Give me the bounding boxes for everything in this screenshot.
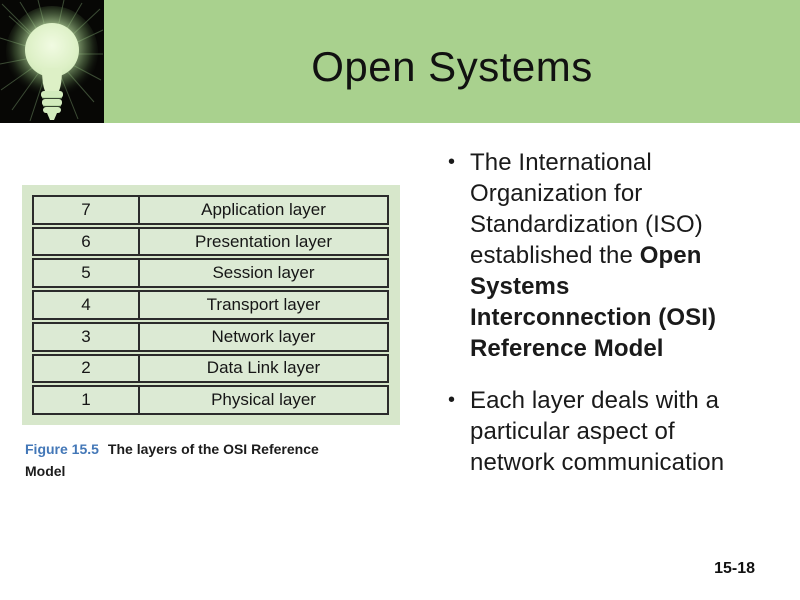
layer-name-cell: Application layer xyxy=(201,199,326,219)
bullet-text-normal: Each layer deals with a particular aspec… xyxy=(470,387,725,476)
bullet-text-bold: Open Systems Interconnection (OSI) Refer… xyxy=(470,242,717,362)
layer-name-cell: Data Link layer xyxy=(206,358,321,378)
layer-number-cell: 4 xyxy=(34,292,140,318)
bullet-item: • Each layer deals with a particular asp… xyxy=(448,385,764,478)
layer-name-cell: Physical layer xyxy=(211,390,316,410)
table-row: 2 Data Link layer xyxy=(32,353,389,384)
layer-number-cell: 5 xyxy=(34,260,140,287)
slide-title: Open Systems xyxy=(311,42,593,90)
layer-number-cell: 3 xyxy=(34,323,140,350)
layer-number-cell: 6 xyxy=(34,228,140,255)
layer-number-cell: 7 xyxy=(34,197,140,223)
figure-caption-text: The layers of the OSI Reference Model xyxy=(25,441,319,479)
bullet-text-normal: The International Organization for Stand… xyxy=(470,149,703,269)
table-row: 7 Application layer xyxy=(32,195,389,225)
page-number: 15-18 xyxy=(714,560,755,577)
table-row: 6 Presentation layer xyxy=(32,226,389,257)
bullet-icon: • xyxy=(448,389,456,411)
bullet-text: Each layer deals with a particular aspec… xyxy=(470,385,750,478)
table-row: 3 Network layer xyxy=(32,321,389,352)
table-row: 1 Physical layer xyxy=(32,385,389,416)
layer-number-cell: 1 xyxy=(34,387,140,414)
osi-layers-table: 7 Application layer 6 Presentation layer… xyxy=(32,195,389,416)
layer-name-cell: Network layer xyxy=(211,326,316,346)
figure-caption-label: Figure 15.5 xyxy=(25,441,99,457)
layer-name-cell: Presentation layer xyxy=(194,231,333,251)
layer-name-cell: Transport layer xyxy=(206,295,321,315)
layer-number-cell: 2 xyxy=(34,355,140,382)
figure-panel: 7 Application layer 6 Presentation layer… xyxy=(22,185,400,425)
bullet-icon: • xyxy=(448,151,456,173)
table-row: 5 Session layer xyxy=(32,258,389,289)
table-row: 4 Transport layer xyxy=(32,290,389,320)
bullet-item: • The International Organization for Sta… xyxy=(448,147,764,364)
bullet-list: • The International Organization for Sta… xyxy=(448,147,764,499)
lightbulb-icon xyxy=(0,0,104,123)
bullet-text: The International Organization for Stand… xyxy=(470,147,750,364)
title-band: Open Systems xyxy=(0,0,800,123)
layer-name-cell: Session layer xyxy=(212,263,315,283)
